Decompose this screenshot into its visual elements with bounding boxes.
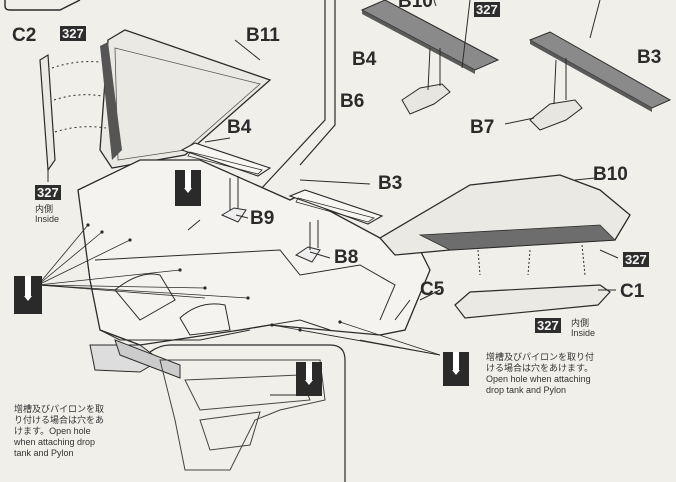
inside-right-en: Inside xyxy=(571,328,596,338)
note-open-hole-right: 增槽及びパイロンを取り付 ける場合は穴をあけます。 Open hole when… xyxy=(486,352,666,396)
label-c5: C5 xyxy=(420,279,445,300)
label-b9: B9 xyxy=(250,208,275,229)
hole-marks xyxy=(86,223,342,332)
part-b3 xyxy=(288,189,384,263)
badge-327-b10: 327 xyxy=(623,252,649,267)
part-b3-top xyxy=(528,0,672,112)
drill-icon xyxy=(296,362,322,396)
note-line: ける場合は穴をあけます。 xyxy=(486,363,594,373)
note-line: 增槽及びパイロンを取 xyxy=(14,404,105,414)
label-b6: B6 xyxy=(340,91,365,112)
part-b7 xyxy=(504,58,583,131)
part-main-wing xyxy=(77,159,431,379)
badge-327-b4-top: 327 xyxy=(474,2,500,17)
note-line: drop tank and Pylon xyxy=(486,385,567,395)
note-line: Open hole when attaching xyxy=(486,374,591,384)
part-b11-wing xyxy=(99,29,272,169)
step-box-divider xyxy=(259,0,326,191)
label-c2: C2 xyxy=(12,25,37,46)
part-b4 xyxy=(180,142,272,231)
part-c1 xyxy=(454,284,611,319)
part-b6 xyxy=(401,47,451,115)
label-b11: B11 xyxy=(246,25,280,46)
label-b4-top: B4 xyxy=(352,49,377,70)
step-box-left xyxy=(4,0,81,11)
inside-left-jp: 内側 xyxy=(35,204,54,214)
label-c1: C1 xyxy=(620,281,645,302)
drill-icon xyxy=(175,170,201,206)
drill-icon xyxy=(14,276,42,314)
badge-327-c2: 327 xyxy=(60,26,86,41)
note-line: けます。Open hole xyxy=(14,426,91,436)
part-b4-top xyxy=(360,0,500,74)
label-b4: B4 xyxy=(227,117,252,138)
badge-327-inside-left: 327 xyxy=(35,185,61,200)
label-leaders xyxy=(204,137,619,321)
note-line: when attaching drop xyxy=(14,437,96,447)
label-b3-top: B3 xyxy=(637,47,662,68)
note-line: り付ける場合は穴をあ xyxy=(14,415,105,425)
note-open-hole-left: 增槽及びパイロンを取 り付ける場合は穴をあ けます。Open hole when… xyxy=(14,404,164,459)
drill-icon xyxy=(443,352,469,386)
inside-right-jp: 内側 xyxy=(571,318,590,328)
part-c2 xyxy=(39,53,107,182)
badge-327-c1: 327 xyxy=(535,318,561,333)
label-b3: B3 xyxy=(378,173,403,194)
part-b10-wing xyxy=(378,174,631,276)
note-line: 增槽及びパイロンを取り付 xyxy=(486,352,595,362)
step-box-divider-right xyxy=(299,0,336,166)
note-line: tank and Pylon xyxy=(14,448,74,458)
label-b10-partial: B10 xyxy=(398,0,433,12)
hole-leaders-left xyxy=(37,224,249,299)
label-b8: B8 xyxy=(334,247,359,268)
label-b10: B10 xyxy=(593,164,628,185)
inside-left-en: Inside xyxy=(35,214,60,224)
label-b7: B7 xyxy=(470,117,495,138)
